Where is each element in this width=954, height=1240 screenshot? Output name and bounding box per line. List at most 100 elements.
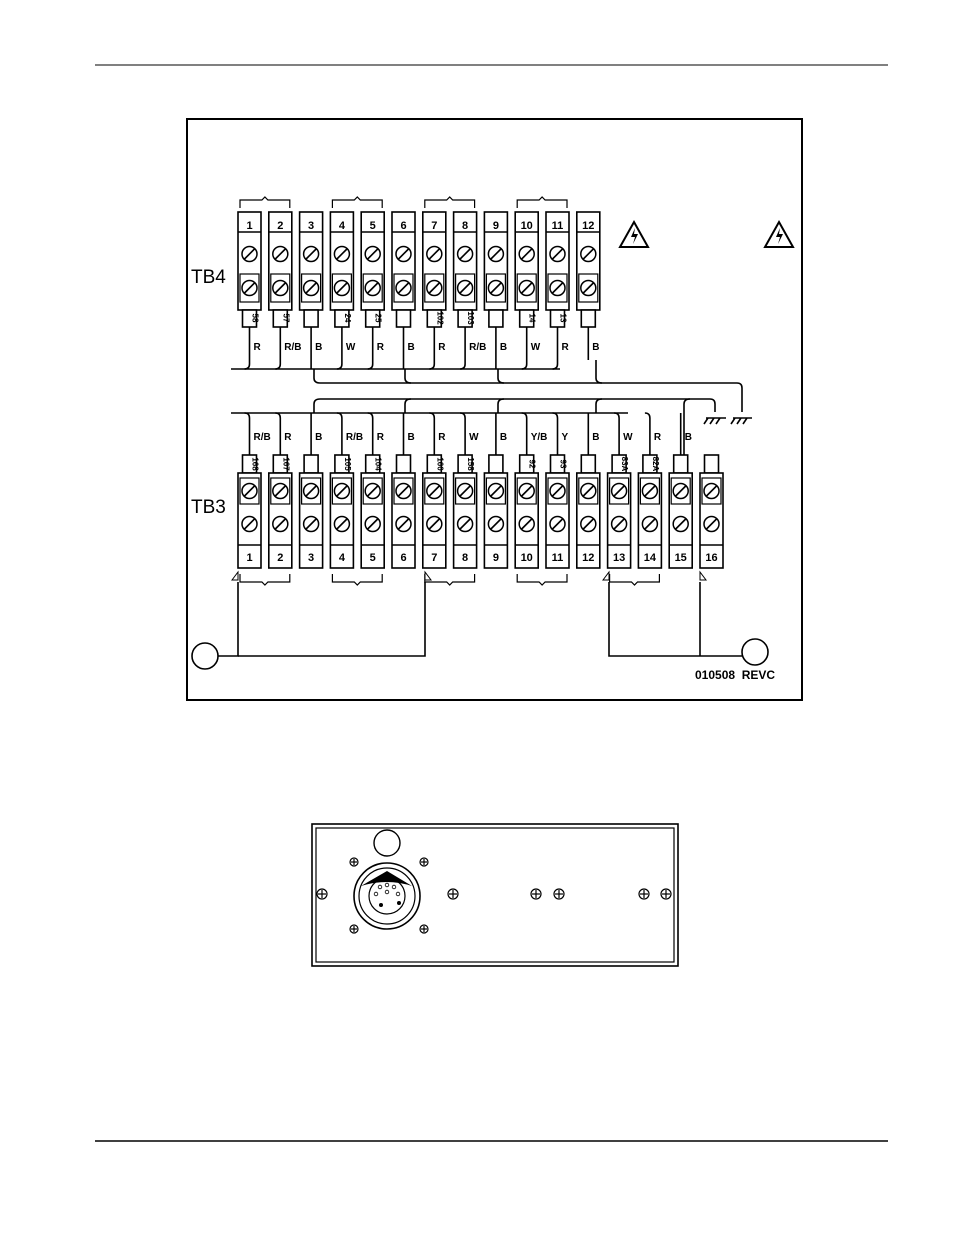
wire-number: 167 (281, 457, 290, 471)
wire-number: 104 (374, 457, 383, 471)
tb3-label: TB3 (191, 497, 226, 518)
jumper-bracket (424, 196, 476, 208)
wire-color: R (562, 342, 570, 353)
wire-number: 105 (343, 457, 352, 471)
tb3-terminal: 6B (391, 413, 416, 569)
terminal-number: 2 (277, 220, 283, 232)
wire-color: B (500, 432, 507, 443)
terminal-number: 6 (400, 220, 406, 232)
terminal-number: 13 (613, 552, 625, 564)
tb3-terminal: 160 7 R (421, 412, 447, 569)
jumper-bracket (516, 196, 568, 208)
terminal-number: 10 (521, 220, 533, 232)
terminal-number: 4 (339, 220, 346, 232)
wire-color: W (469, 432, 479, 443)
tb3-terminal: 16 (699, 454, 724, 569)
jumper-bracket (424, 574, 476, 586)
wire-number: 58 (251, 314, 260, 323)
jumper-bracket (239, 196, 291, 208)
terminal-number: 12 (582, 220, 594, 232)
wire-number: 57 (281, 314, 290, 323)
wire-color: R (654, 432, 662, 443)
wire-color: Y/B (531, 432, 548, 443)
terminal-number: 9 (493, 220, 499, 232)
wire-number: 92 (528, 460, 537, 469)
wire-number: 83A (620, 457, 629, 472)
tb4-label: TB4 (191, 267, 226, 288)
wire-color: B (592, 432, 599, 443)
tb3-terminal: 104 5 R (360, 412, 386, 569)
tb3-terminal: 9B (483, 413, 509, 569)
wire-color: B (685, 432, 692, 443)
tb3-terminal: 167 2 R (267, 412, 293, 569)
wire-color: B (408, 432, 415, 443)
wire-color: R (438, 432, 446, 443)
wire-color: W (623, 432, 633, 443)
tb4-terminal: 10 14W (514, 211, 541, 360)
tb3-terminal: 83A 13 W (606, 412, 633, 569)
jumper-bracket (331, 574, 383, 586)
tb4-terminal: 9B (483, 211, 509, 360)
wire-color: B (408, 342, 415, 353)
wire-color: R (377, 342, 385, 353)
tb3-terminal: 92 10 Y/B (514, 412, 548, 569)
tb4-terminal: 3B (298, 211, 324, 360)
connector-panel (311, 823, 679, 967)
wire-number: 13 (559, 314, 568, 323)
tb3-terminal: 3B (298, 413, 324, 569)
wire-color: R (284, 432, 292, 443)
wire-color: R/B (284, 342, 301, 353)
wire-number: 25 (374, 314, 383, 323)
terminal-number: 8 (462, 220, 468, 232)
wire-number: 14 (528, 314, 537, 323)
wire-number: 24 (343, 314, 352, 323)
wire-number: 93 (559, 460, 568, 469)
wire-color: B (315, 342, 322, 353)
wire-number: 160 (435, 457, 444, 471)
terminal-number: 2 (277, 552, 283, 564)
wire-number: 102 (435, 311, 444, 325)
terminal-number: 16 (705, 552, 717, 564)
warning-icon (763, 219, 795, 248)
jumper-bracket (516, 574, 568, 586)
terminal-number: 3 (308, 552, 314, 564)
wire-color: W (531, 342, 541, 353)
panel-screws (316, 857, 672, 934)
wire-number: 168 (251, 457, 260, 471)
wire-color: R (377, 432, 385, 443)
terminal-number: 14 (644, 552, 657, 564)
wire-color: R/B (346, 432, 363, 443)
terminal-number: 5 (370, 220, 376, 232)
terminal-number: 7 (431, 552, 437, 564)
wire-color: W (346, 342, 356, 353)
wire-color: B (315, 432, 322, 443)
tb4-terminal: 4 24W (329, 211, 356, 360)
terminal-number: 6 (400, 552, 406, 564)
tb3-terminal: 158 8 W (452, 412, 479, 569)
terminal-number: 7 (431, 220, 437, 232)
terminal-number: 5 (370, 552, 376, 564)
terminal-number: 10 (521, 552, 533, 564)
jumper-bracket (609, 574, 660, 586)
wire-number: 103 (466, 311, 475, 325)
terminal-number: 9 (493, 552, 499, 564)
terminal-number: 8 (462, 552, 468, 564)
tb4-terminal: 6B (391, 211, 416, 360)
tb3-terminal-block: 1681R/B1672R3B1054R/B1045R6B1607R1588W9B… (237, 412, 724, 586)
wire-number: 158 (466, 457, 475, 471)
wiring (191, 360, 769, 670)
warning-icon (618, 219, 650, 248)
wire-color: R (438, 342, 446, 353)
wire-color: R/B (254, 432, 271, 443)
terminal-number: 11 (552, 552, 564, 564)
wire-color: R/B (469, 342, 486, 353)
wire-color: R (254, 342, 262, 353)
